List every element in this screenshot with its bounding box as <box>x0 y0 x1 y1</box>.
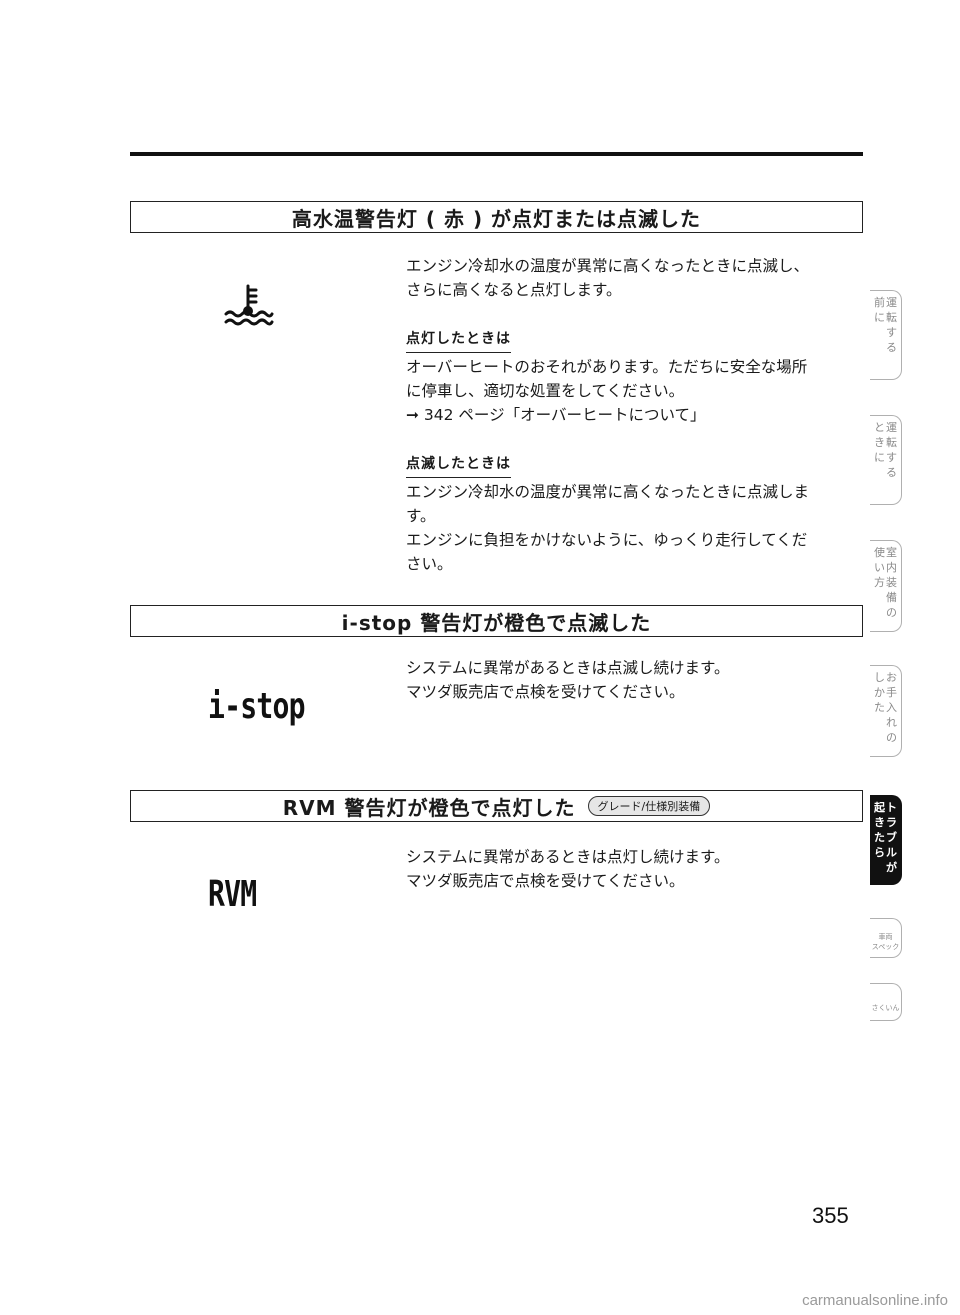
istop-description: システムに異常があるときは点滅し続けます。 マツダ販売店で点検を受けてください。 <box>406 659 730 701</box>
tab-interior-equipment[interactable]: 使い方 室内装備の <box>870 540 902 632</box>
top-rule <box>130 152 863 156</box>
subheading-blinking: 点滅したときは <box>406 452 511 478</box>
rvm-indicator-icon: RVM <box>208 874 257 915</box>
subheading-lit: 点灯したときは <box>406 327 511 353</box>
watermark: carmanualsonline.info <box>802 1292 948 1309</box>
tab-index[interactable]: さくいん <box>870 983 902 1021</box>
tab-maintenance[interactable]: しかた お手入れの <box>870 665 902 757</box>
coolant-temperature-icon <box>224 284 274 326</box>
rvm-description: システムに異常があるときは点灯し続けます。 マツダ販売店で点検を受けてください。 <box>406 848 730 890</box>
section-title-rvm: RVM 警告灯が橙色で点灯した グレード/仕様別装備 <box>130 790 863 822</box>
istop-indicator-icon: i-stop <box>208 686 306 727</box>
tab-troubleshooting[interactable]: 起きたら トラブルが <box>870 795 902 885</box>
section-title-istop: i-stop 警告灯が橙色で点滅した <box>130 605 863 637</box>
section-title-coolant: 高水温警告灯 ( 赤 ) が点灯または点滅した <box>130 201 863 233</box>
tab-while-driving[interactable]: ときに 運転する <box>870 415 902 505</box>
tab-before-driving[interactable]: 前に 運転する <box>870 290 902 380</box>
grade-badge: グレード/仕様別装備 <box>587 796 711 816</box>
tab-vehicle-specs[interactable]: 車両 スペック <box>870 918 902 958</box>
page-reference-link[interactable]: ➞ 342 ページ「オーバーヒートについて」 <box>406 406 706 424</box>
coolant-description: エンジン冷却水の温度が異常に高くなったときに点滅し、 さらに高くなると点灯します… <box>406 254 862 576</box>
page-number: 355 <box>812 1203 849 1228</box>
